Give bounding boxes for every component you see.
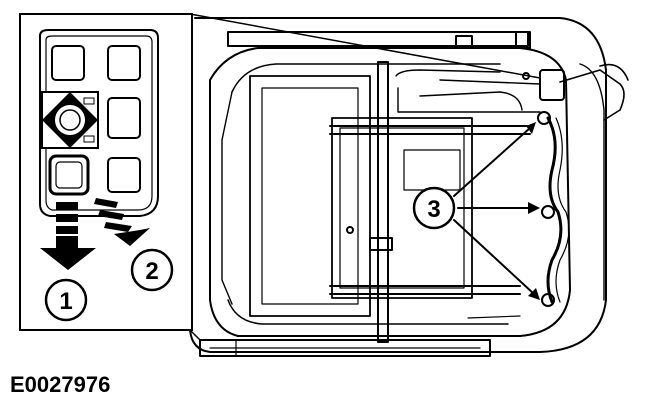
arrow-diagonal-icon xyxy=(94,198,150,246)
callout-2-label: 2 xyxy=(145,258,158,285)
switch-button-middle-right xyxy=(107,97,141,139)
arrow-down-icon xyxy=(40,202,96,270)
callout-2-badge: 2 xyxy=(130,248,174,292)
switch-button-top-left xyxy=(51,45,85,81)
switch-button-highlighted xyxy=(48,154,90,196)
switch-button-top-right xyxy=(107,45,141,81)
callout-3-arrowheads xyxy=(526,122,540,300)
callout-1-label: 1 xyxy=(59,288,72,315)
seat-adjust-knob xyxy=(41,91,99,149)
callout-3-badge: 3 xyxy=(412,186,456,230)
callout-3-leaders xyxy=(453,127,535,295)
callout-1-badge: 1 xyxy=(44,278,88,322)
figure-id-label: E0027976 xyxy=(10,372,111,397)
seat-control-switch-panel xyxy=(39,29,159,217)
switch-button-bottom-right xyxy=(107,157,141,193)
seat-frame-illustration xyxy=(189,17,629,357)
callout-3-label: 3 xyxy=(427,196,440,223)
inset-panel: 1 2 xyxy=(19,13,541,341)
